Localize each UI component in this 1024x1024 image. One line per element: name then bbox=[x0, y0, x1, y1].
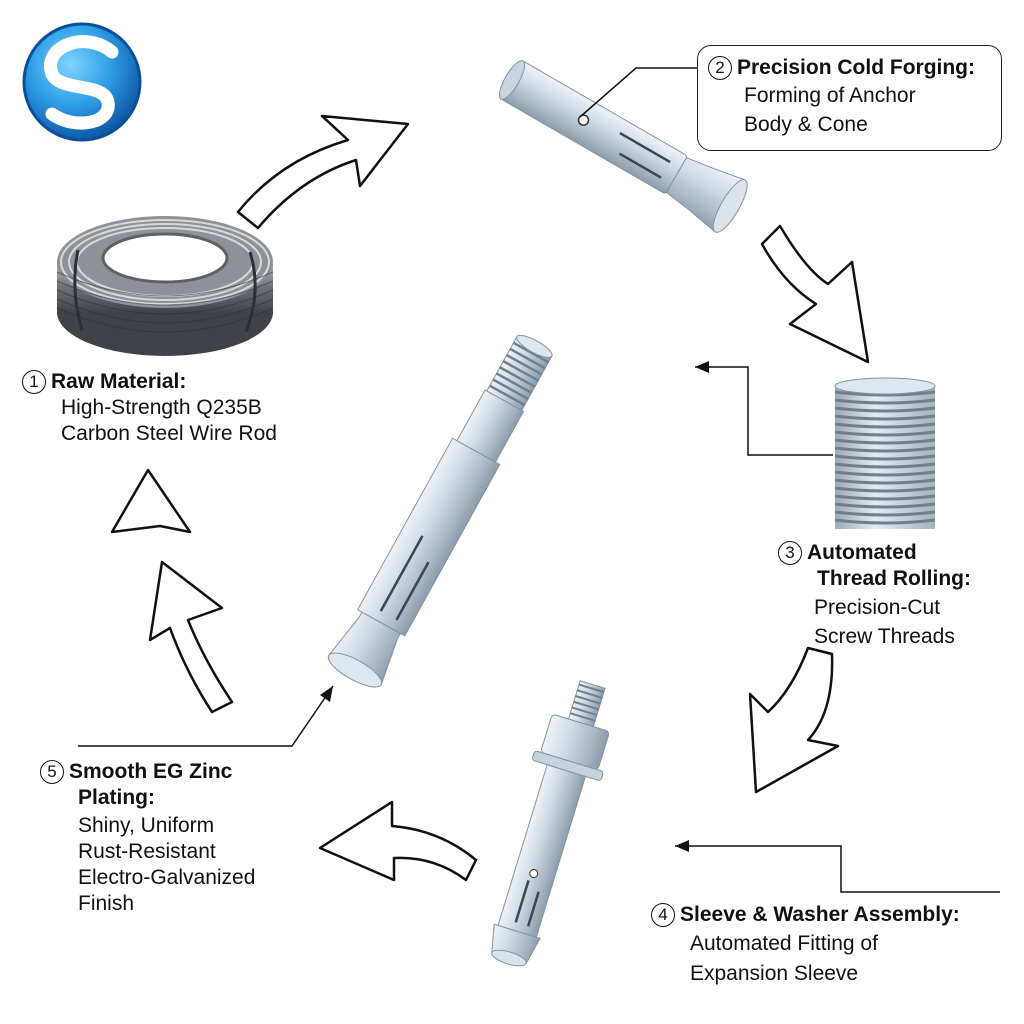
step-description-line: Expansion Sleeve bbox=[690, 962, 859, 985]
step-description-line: Screw Threads bbox=[814, 625, 955, 648]
step-title: Sleeve & Washer Assembly: bbox=[680, 903, 960, 926]
step-title: Raw Material: bbox=[51, 370, 187, 393]
flow-arrow-icon bbox=[148, 560, 234, 714]
step-title: Automated bbox=[807, 541, 917, 564]
step-description-line: Automated Fitting of bbox=[690, 932, 878, 955]
thread-ridge bbox=[834, 470, 936, 477]
step-description-line: Body & Cone bbox=[744, 113, 868, 136]
thread-ridge bbox=[834, 438, 936, 445]
step-number: 1 bbox=[22, 370, 46, 394]
flow-arrow-icon bbox=[318, 800, 478, 882]
step-description-line: Electro-Galvanized bbox=[78, 866, 256, 889]
thread-ridge bbox=[834, 414, 936, 421]
step-description-line: Rust-Resistant bbox=[78, 840, 216, 863]
coiled-wire-rod bbox=[56, 216, 274, 356]
step-number: 3 bbox=[778, 541, 802, 565]
zinc-plated-anchor-bolt bbox=[327, 334, 553, 688]
step-description-line: Shiny, Uniform bbox=[78, 814, 215, 837]
thread-ridge bbox=[834, 494, 936, 501]
step-description-line: Forming of Anchor bbox=[744, 84, 916, 107]
thread-ridge bbox=[834, 398, 936, 405]
step-1-label: 1 Raw Material: High-Strength Q235B Carb… bbox=[22, 369, 277, 447]
step-title: Plating: bbox=[78, 786, 155, 809]
thread-ridge bbox=[834, 486, 936, 493]
thread-ridge bbox=[834, 446, 936, 453]
step-4-label: 4 Sleeve & Washer Assembly: Automated Fi… bbox=[651, 902, 960, 987]
thread-ridge bbox=[834, 478, 936, 485]
step-title: Precision Cold Forging: bbox=[737, 56, 976, 79]
step-description-line: High-Strength Q235B bbox=[61, 396, 262, 419]
forged-anchor-body bbox=[498, 60, 748, 233]
thread-ridge bbox=[834, 390, 936, 397]
flow-arrow-icon bbox=[110, 468, 192, 534]
step-3-label: 3 Automated Thread Rolling: Precision-Cu… bbox=[778, 540, 971, 650]
assembled-sleeve-anchor bbox=[491, 680, 610, 967]
step-title: Smooth EG Zinc bbox=[69, 760, 233, 783]
step-number: 4 bbox=[651, 903, 675, 927]
step-2-callout-box: 2 Precision Cold Forging: Forming of Anc… bbox=[697, 45, 1002, 151]
thread-ridge bbox=[834, 406, 936, 413]
thread-ridge bbox=[834, 430, 936, 437]
flow-arrow-icon bbox=[236, 114, 410, 230]
step-description-line: Carbon Steel Wire Rod bbox=[61, 422, 277, 445]
step-number: 2 bbox=[708, 56, 732, 80]
threaded-rod-section bbox=[834, 377, 936, 529]
step-description-line: Precision-Cut bbox=[814, 596, 941, 619]
thread-ridge bbox=[834, 422, 936, 429]
step-title: Thread Rolling: bbox=[817, 567, 971, 590]
thread-ridge bbox=[834, 462, 936, 469]
step-description-line: Finish bbox=[78, 892, 135, 915]
flow-arrow-icon bbox=[760, 224, 870, 364]
thread-ridge bbox=[834, 454, 936, 461]
swirl-s-logo bbox=[22, 22, 142, 142]
step-5-label: 5 Smooth EG Zinc Plating: Shiny, Uniform… bbox=[40, 759, 255, 917]
thread-ridge bbox=[834, 518, 936, 525]
flow-arrow-icon bbox=[748, 646, 840, 794]
thread-ridge bbox=[834, 510, 936, 517]
thread-ridge bbox=[834, 502, 936, 509]
step-number: 5 bbox=[40, 760, 64, 784]
